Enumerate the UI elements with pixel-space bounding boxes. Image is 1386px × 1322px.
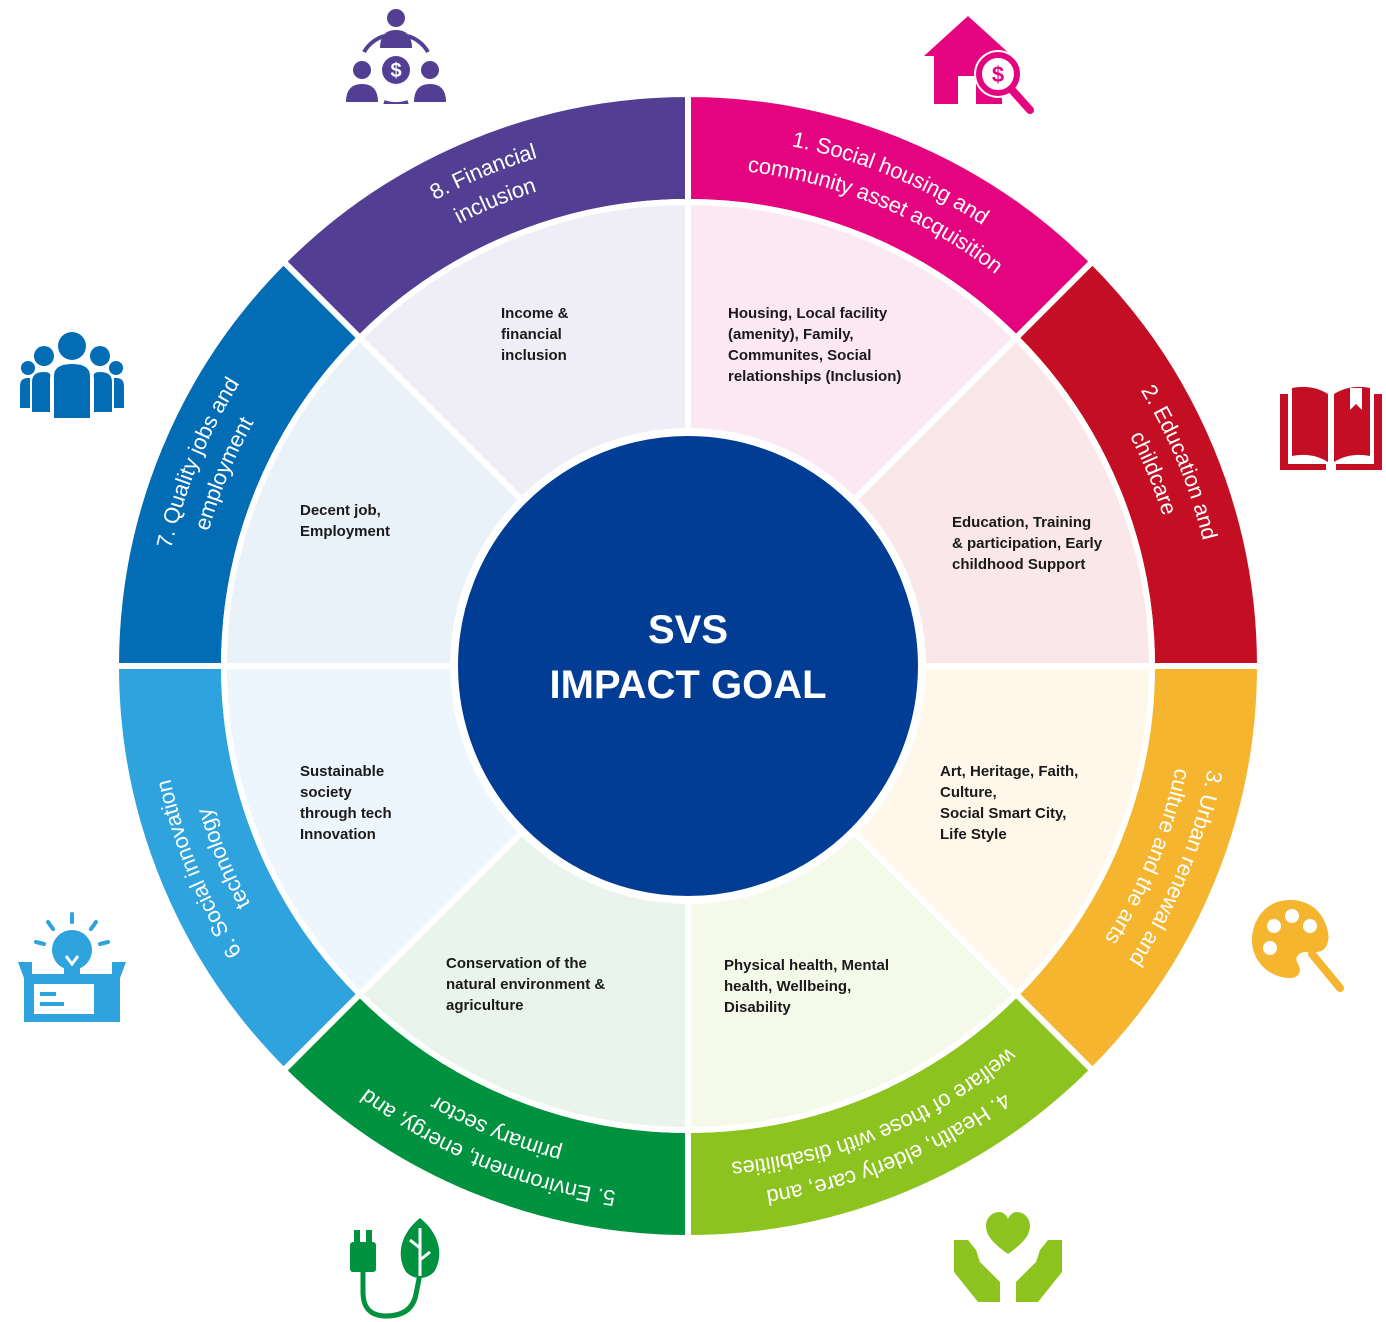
people-money-icon: $ xyxy=(346,9,446,104)
lightbulb-box-icon xyxy=(18,912,126,1022)
inner-text-financial-inclusion: Income & financial inclusion xyxy=(501,305,569,364)
inner-text-environment: Conservation of the natural environment … xyxy=(446,955,606,1014)
paint-palette-icon xyxy=(1252,900,1344,992)
inner-text-quality-jobs: Decent job, Employment xyxy=(300,502,391,540)
heart-hands-icon xyxy=(954,1212,1062,1302)
svg-text:$: $ xyxy=(390,60,401,82)
open-book-icon xyxy=(1280,386,1382,470)
inner-text-urban-renewal: Art, Heritage, Faith, Culture, Social Sm… xyxy=(940,763,1079,843)
inner-text-social-innovation: Sustainable society through tech Innovat… xyxy=(300,763,392,843)
inner-text-social-housing: Housing, Local facility (amenity), Famil… xyxy=(728,305,902,385)
plug-leaf-icon xyxy=(350,1218,440,1319)
center-title-line1: SVS xyxy=(648,608,728,652)
people-group-icon xyxy=(20,332,124,418)
center-circle xyxy=(454,432,922,900)
house-dollar-icon: $ xyxy=(924,16,1034,114)
svg-text:$: $ xyxy=(992,62,1004,87)
inner-text-education: Education, Training & participation, Ear… xyxy=(952,514,1103,573)
center-title-line2: IMPACT GOAL xyxy=(549,663,826,707)
inner-text-health: Physical health, Mental health, Wellbein… xyxy=(724,957,890,1016)
